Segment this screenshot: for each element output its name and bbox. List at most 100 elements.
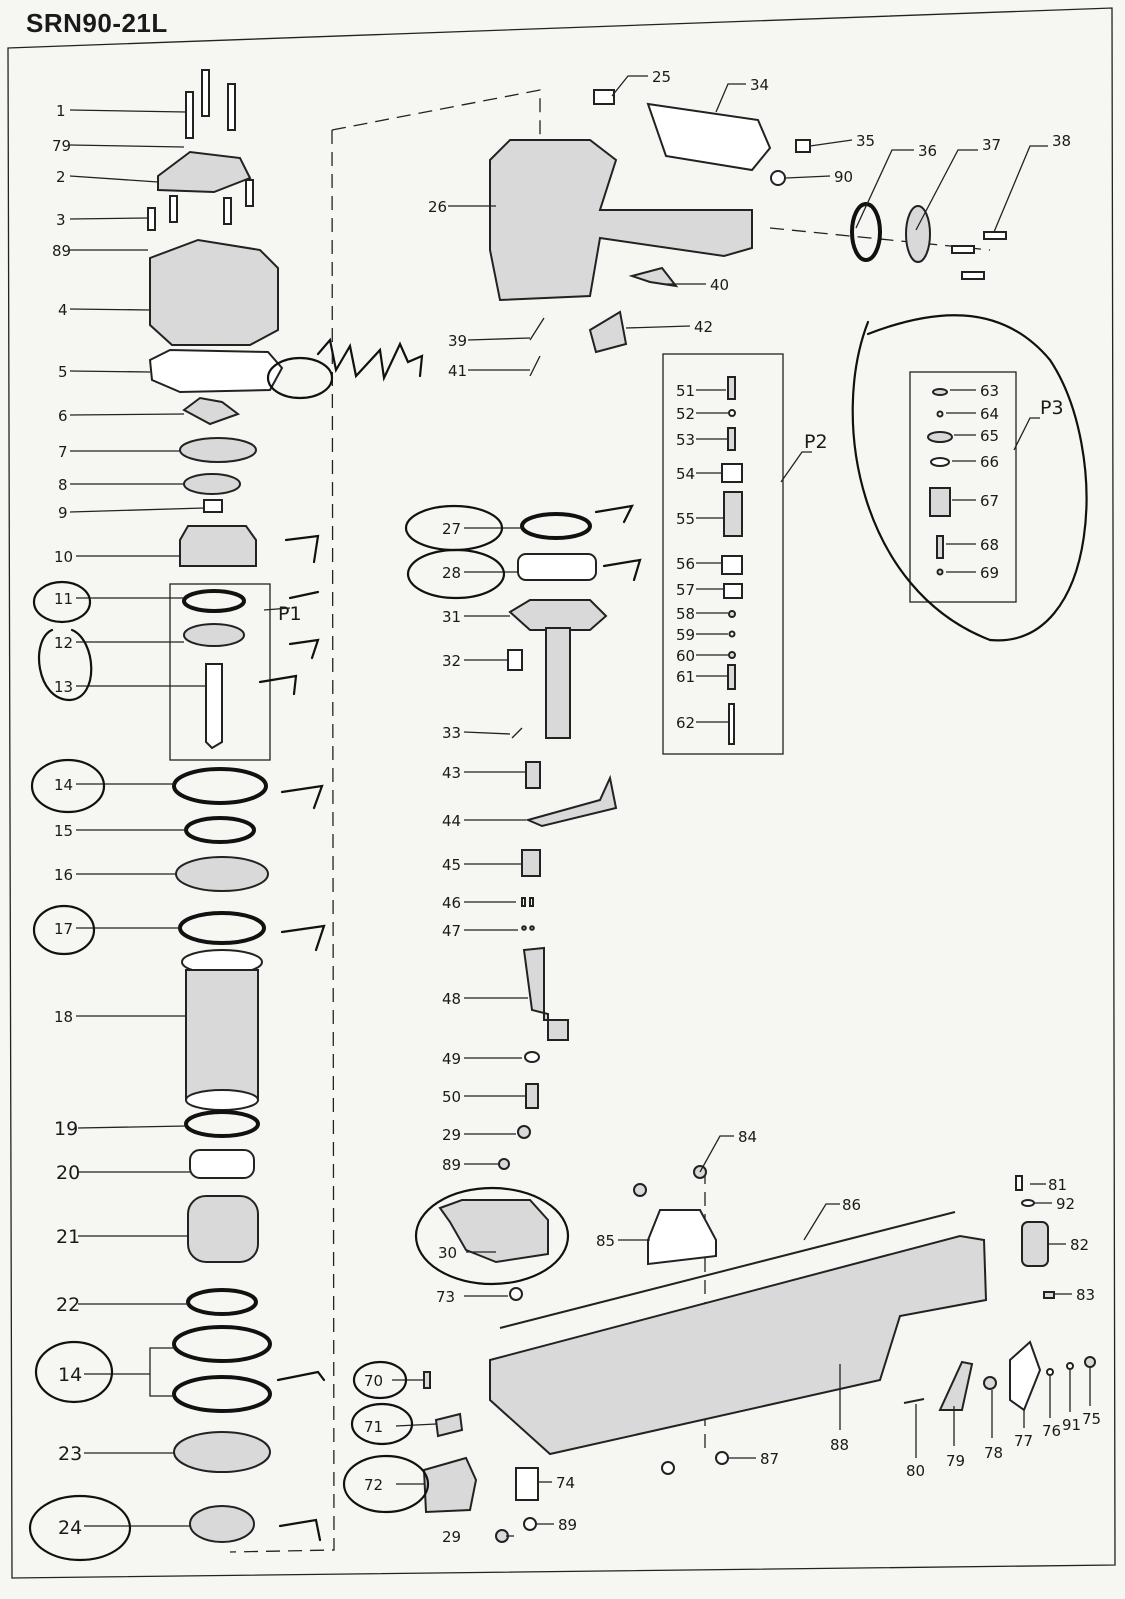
part-label: 24 xyxy=(58,1517,82,1539)
nut xyxy=(661,1461,675,1475)
part-label: 32 xyxy=(442,652,461,670)
valve-disc-12 xyxy=(183,623,245,647)
part-label: 17 xyxy=(54,920,73,938)
rail-86 xyxy=(499,1211,956,1329)
part-label: 3 xyxy=(56,211,66,229)
part-35 xyxy=(795,139,811,153)
part-label: 42 xyxy=(694,318,713,336)
part-label: 67 xyxy=(980,492,999,510)
part-63 xyxy=(932,388,948,396)
part-label: 39 xyxy=(448,332,467,350)
part-62 xyxy=(728,703,735,745)
bolts-1 xyxy=(185,69,236,139)
part-label: 59 xyxy=(676,626,695,644)
part-label: 79 xyxy=(946,1452,965,1470)
plug-73 xyxy=(509,1287,523,1301)
plate-30 xyxy=(438,1199,549,1264)
part-label: 85 xyxy=(596,1232,615,1250)
sleeve-20 xyxy=(189,1149,255,1179)
o-ring-27 xyxy=(520,512,592,540)
pins-46 xyxy=(521,897,534,907)
part-label: 36 xyxy=(918,142,937,160)
part-label: 75 xyxy=(1082,1410,1101,1428)
part-label: 43 xyxy=(442,764,461,782)
part-69 xyxy=(936,568,944,576)
part-7 xyxy=(179,437,257,463)
handwritten-annotations xyxy=(28,314,1088,1562)
group-box-p1 xyxy=(169,583,271,761)
part-label: 10 xyxy=(54,548,73,566)
part-67 xyxy=(929,487,951,517)
washer-91 xyxy=(1066,1362,1074,1370)
part-label: 77 xyxy=(1014,1432,1033,1450)
part-label: 89 xyxy=(558,1516,577,1534)
part-label: 53 xyxy=(676,431,695,449)
part-label: 27 xyxy=(442,520,461,538)
part-label: 62 xyxy=(676,714,695,732)
spring-43 xyxy=(525,761,541,789)
pin-33 xyxy=(511,727,523,739)
spring-21 xyxy=(187,1195,259,1263)
part-label: 38 xyxy=(1052,132,1071,150)
part-label: 6 xyxy=(58,407,68,425)
part-label: 8 xyxy=(58,476,68,494)
washer-49 xyxy=(524,1051,540,1063)
part-label: 57 xyxy=(676,581,695,599)
part-53 xyxy=(727,427,736,451)
part-label: 46 xyxy=(442,894,461,912)
part-92 xyxy=(1021,1199,1035,1207)
part-51 xyxy=(727,376,736,400)
part-label: 78 xyxy=(984,1444,1003,1462)
part-label: 83 xyxy=(1076,1286,1095,1304)
group-label-p1: P1 xyxy=(278,603,302,625)
o-ring-11 xyxy=(182,589,246,613)
group-box-p2 xyxy=(662,353,784,755)
gasket-5 xyxy=(148,348,284,394)
part-label: 80 xyxy=(906,1462,925,1480)
model-title: SRN90-21L xyxy=(26,8,168,38)
part-label: 1 xyxy=(56,102,66,120)
part-label: 45 xyxy=(442,856,461,874)
part-label: 44 xyxy=(442,812,461,830)
part-label: 76 xyxy=(1042,1422,1061,1440)
bolt-32 xyxy=(507,649,523,671)
pin-70 xyxy=(423,1371,431,1389)
part-59 xyxy=(728,630,736,638)
head-valve-10 xyxy=(179,525,257,567)
grip-34 xyxy=(646,102,772,172)
plate-74 xyxy=(515,1467,539,1501)
part-label: 47 xyxy=(442,922,461,940)
bracket-48 xyxy=(522,946,569,1041)
part-label: 72 xyxy=(364,1476,383,1494)
part-label: 11 xyxy=(54,590,73,608)
part-label: 2 xyxy=(56,168,66,186)
nut-89 xyxy=(498,1158,510,1170)
o-ring-14 xyxy=(172,767,268,805)
nut-29 xyxy=(517,1125,531,1139)
o-ring-14c xyxy=(172,1375,272,1413)
bolts-3 xyxy=(147,179,254,231)
part-71 xyxy=(434,1412,464,1438)
part-label: 13 xyxy=(54,678,73,696)
body-26 xyxy=(489,139,753,302)
plug-25 xyxy=(593,89,615,105)
part-label: 35 xyxy=(856,132,875,150)
part-label: 26 xyxy=(428,198,447,216)
part-label: 20 xyxy=(56,1162,80,1184)
part-label: 84 xyxy=(738,1128,757,1146)
lever-79 xyxy=(938,1360,974,1411)
gasket-28 xyxy=(517,553,597,581)
part-label: 55 xyxy=(676,510,695,528)
screws-38 xyxy=(951,231,1007,280)
part-label: 4 xyxy=(58,301,68,319)
part-label: 41 xyxy=(448,362,467,380)
pusher-82 xyxy=(1021,1221,1049,1267)
part-label: 5 xyxy=(58,363,68,381)
part-label: 87 xyxy=(760,1450,779,1468)
bumper-24 xyxy=(189,1505,255,1543)
part-label: 22 xyxy=(56,1294,80,1316)
part-label: 70 xyxy=(364,1372,383,1390)
cover-77 xyxy=(1009,1340,1042,1412)
